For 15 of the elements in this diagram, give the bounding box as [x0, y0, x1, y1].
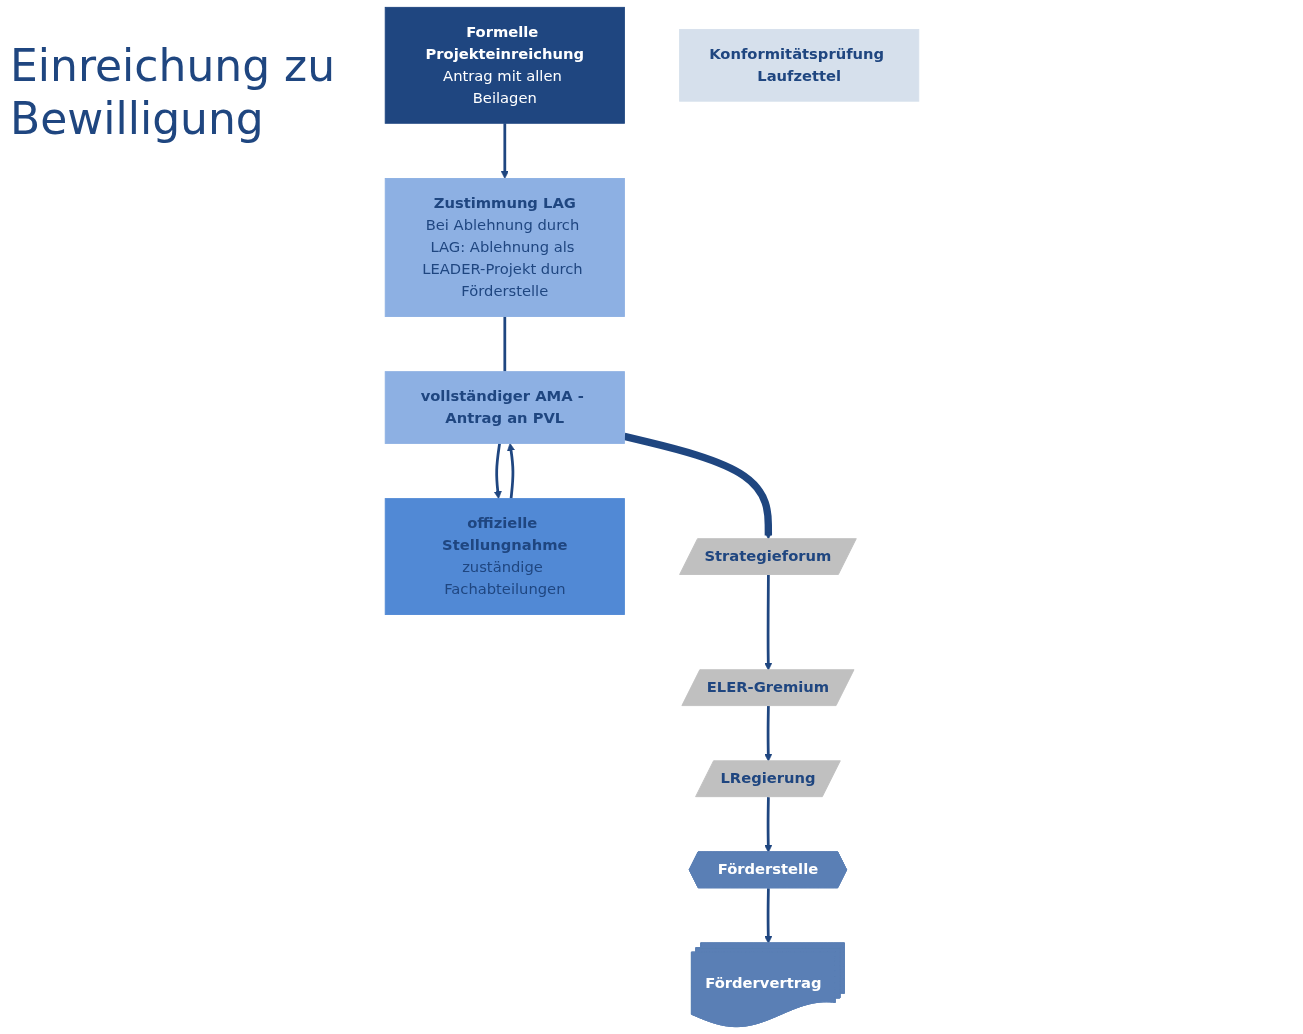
arrow — [506, 443, 515, 499]
arrow — [763, 574, 772, 671]
node-box: offizielle Stellungnahme zuständige Fachabteilungen — [384, 498, 625, 615]
node-box: vollständiger AMA - Antrag an PVL — [384, 371, 625, 444]
arrow — [623, 432, 772, 540]
diagram-title: Einreichung zu Bewilligung — [10, 40, 337, 146]
arrow — [500, 123, 509, 179]
connector — [502, 316, 506, 372]
arrow — [763, 888, 772, 944]
node-box: Zustimmung LAG Bei Ablehnung durch LAG: Ablehnung als LEADER-Projekt durch Förderstelle — [384, 178, 625, 317]
node-box: Konformitätsprüfung Laufzettel — [678, 29, 919, 102]
arrow — [763, 797, 772, 853]
arrow — [493, 443, 502, 499]
node-box: Formelle Projekteinreichung Antrag mit allen Beilagen — [384, 6, 625, 124]
arrow — [763, 706, 772, 762]
